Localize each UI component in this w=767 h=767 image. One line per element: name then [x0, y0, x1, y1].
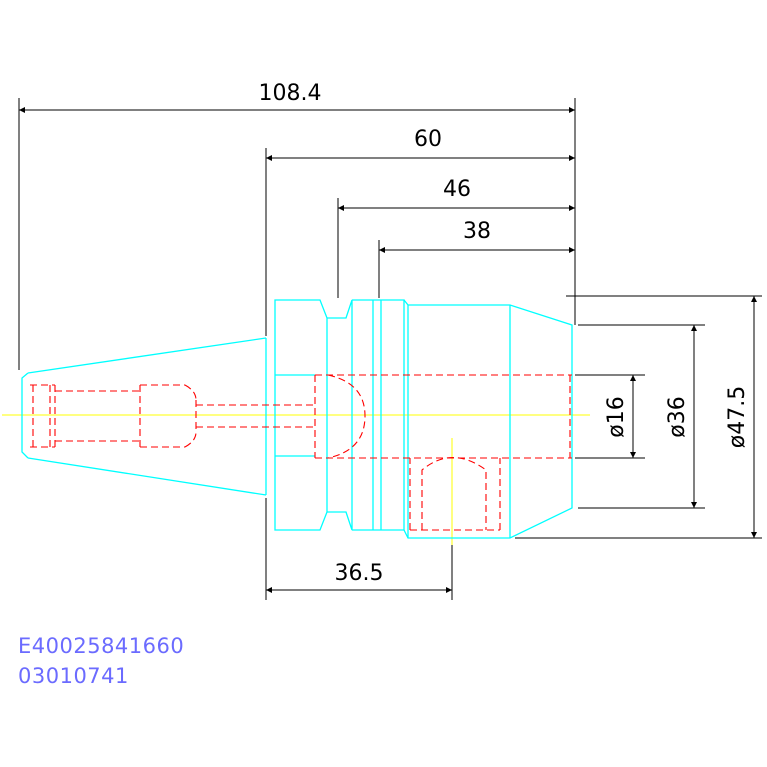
part-outline: [21, 299, 573, 539]
dim-diameter-47-5: ø47.5: [725, 386, 750, 448]
dim-length-46: 46: [443, 177, 471, 202]
dim-overall-length: 108.4: [259, 81, 322, 106]
part-code-secondary: 03010741: [18, 664, 129, 688]
dim-length-38: 38: [463, 219, 491, 244]
dim-diameter-16: ø16: [604, 396, 629, 437]
hidden-features: [30, 374, 572, 531]
dimension-lines: [18, 98, 762, 600]
dim-length-60: 60: [414, 127, 442, 152]
dim-diameter-36: ø36: [665, 396, 690, 437]
centerline: [2, 414, 590, 548]
dim-length-36-5: 36.5: [335, 561, 384, 586]
part-code-primary: E40025841660: [18, 634, 185, 658]
